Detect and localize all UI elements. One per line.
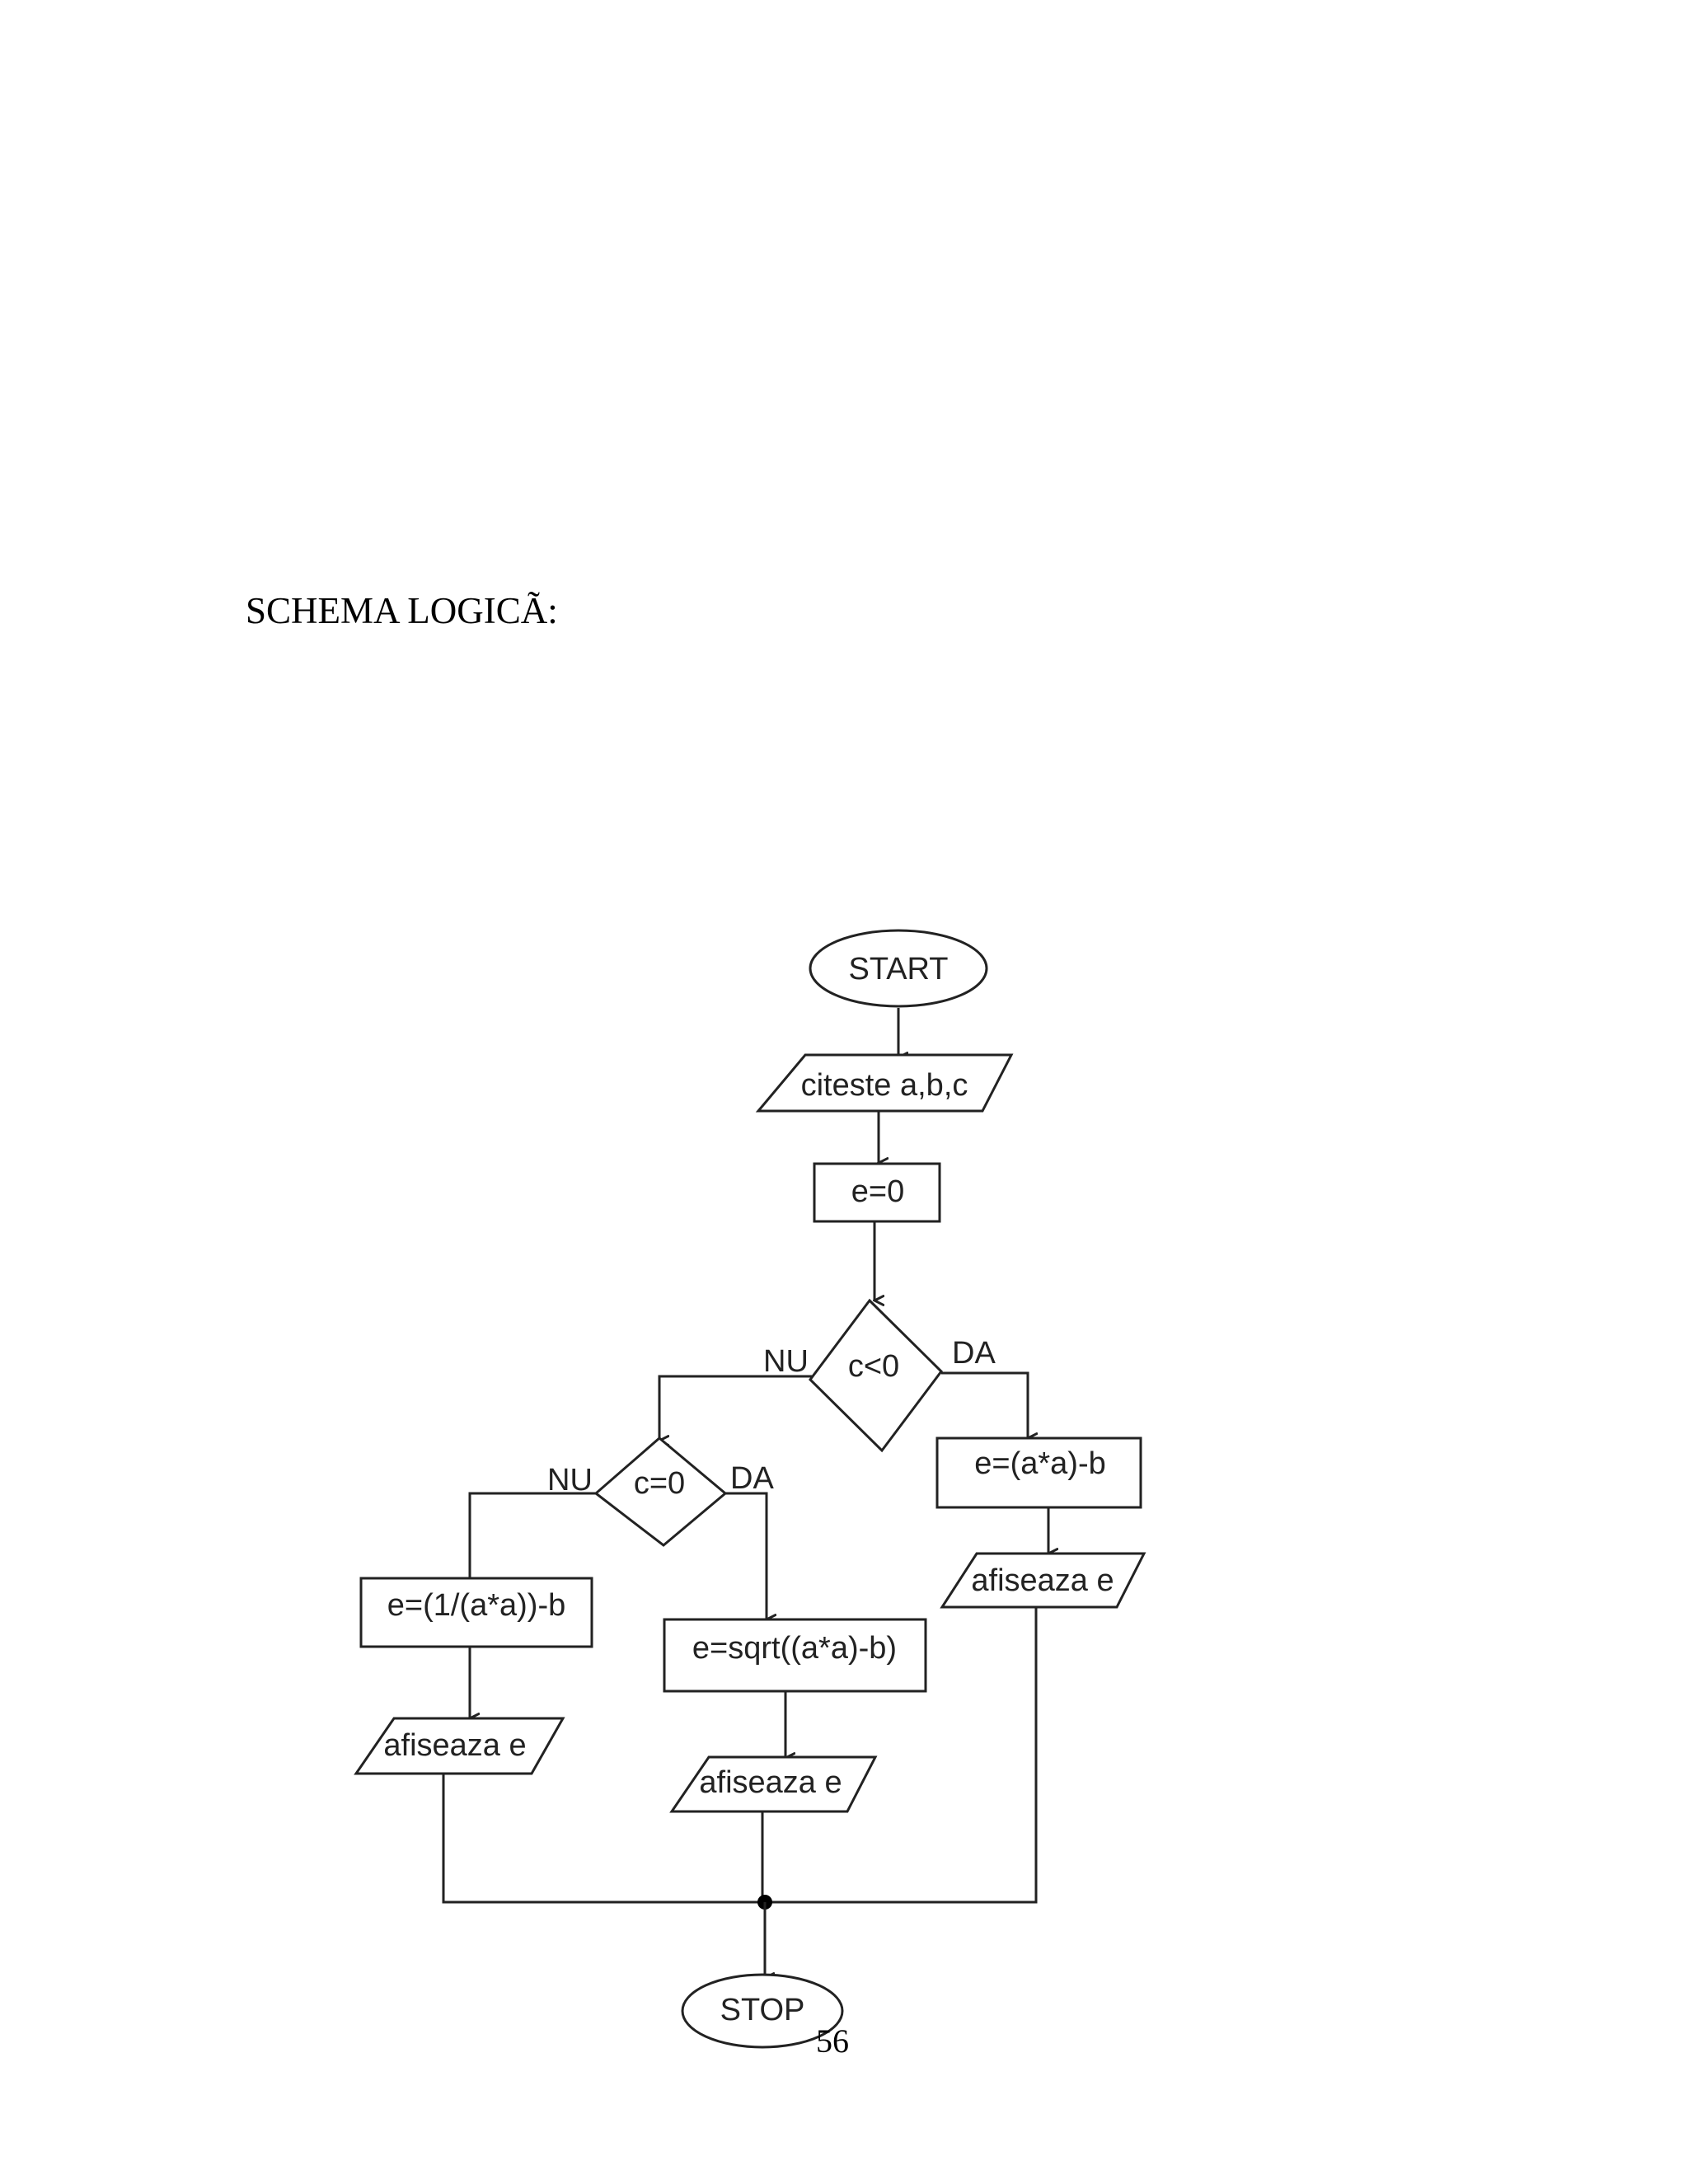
stop-node: STOP bbox=[681, 1973, 844, 2049]
page-heading: SCHEMA LOGICÃ: bbox=[246, 590, 558, 631]
assign-yes1-label: e=(a*a)-b bbox=[974, 1446, 1105, 1481]
arrow-decision1-yes bbox=[941, 1371, 1028, 1438]
arrow-decision2-no bbox=[470, 1492, 596, 1586]
decision2-no-label: NU bbox=[547, 1463, 593, 1497]
assign-yes2-node: e=sqrt((a*a)-b) bbox=[663, 1618, 927, 1693]
output3-node: afiseaza e bbox=[669, 1755, 878, 1813]
output1-node: afiseaza e bbox=[940, 1552, 1146, 1609]
decision2-yes-label: DA bbox=[730, 1461, 774, 1496]
decision1-label: c<0 bbox=[848, 1349, 899, 1384]
init-label: e=0 bbox=[851, 1174, 904, 1209]
read-input-label: citeste a,b,c bbox=[801, 1068, 968, 1103]
stop-label: STOP bbox=[720, 1993, 805, 2027]
start-label: START bbox=[848, 952, 948, 987]
init-node: e=0 bbox=[813, 1162, 941, 1223]
assign-yes2-label: e=sqrt((a*a)-b) bbox=[692, 1631, 897, 1666]
output2-node: afiseaza e bbox=[354, 1717, 565, 1775]
decision-c-less-zero: c<0 NU DA bbox=[763, 1298, 996, 1453]
assign-no2-node: e=(1/(a*a))-b bbox=[359, 1577, 593, 1648]
decision1-no-label: NU bbox=[763, 1344, 809, 1379]
decision1-yes-label: DA bbox=[952, 1336, 996, 1371]
arrow-decision2-yes bbox=[725, 1492, 767, 1619]
read-input-node: citeste a,b,c bbox=[755, 1053, 1014, 1113]
output3-label: afiseaza e bbox=[699, 1765, 842, 1800]
decision-c-equals-zero: c=0 NU DA bbox=[547, 1436, 774, 1547]
assign-no2-label: e=(1/(a*a))-b bbox=[387, 1588, 565, 1623]
page-number: 56 bbox=[816, 2022, 849, 2060]
start-node: START bbox=[809, 929, 988, 1008]
line-output2-to-join bbox=[442, 1774, 765, 1904]
assign-yes1-node: e=(a*a)-b bbox=[935, 1436, 1142, 1509]
line-output1-to-join bbox=[765, 1607, 1038, 1904]
decision2-label: c=0 bbox=[634, 1466, 685, 1501]
connector-lines bbox=[442, 1008, 1048, 1978]
output1-label: afiseaza e bbox=[971, 1563, 1114, 1598]
output2-label: afiseaza e bbox=[383, 1728, 526, 1763]
arrow-decision1-no bbox=[659, 1375, 812, 1441]
